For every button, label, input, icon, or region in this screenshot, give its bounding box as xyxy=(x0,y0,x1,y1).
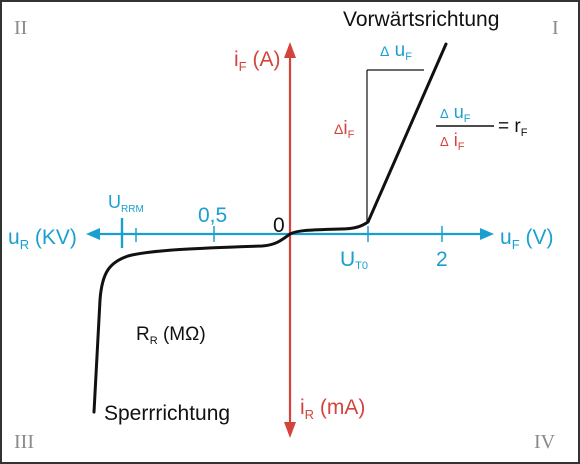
current-axis-top-arrow xyxy=(284,42,296,58)
delta-if-label: ΔiF xyxy=(334,118,355,141)
quadrant-label-1: I xyxy=(552,17,559,39)
ut0-label: UT0 xyxy=(340,248,368,272)
quadrant-label-2: II xyxy=(14,17,27,39)
voltage-axis-left-arrow xyxy=(86,228,100,240)
tick-two-label: 2 xyxy=(436,248,448,271)
if-axis-label: iF (A) xyxy=(234,48,280,74)
forward-direction-label: Vorwärtsrichtung xyxy=(343,8,499,31)
origin-label: 0 xyxy=(273,214,285,237)
formula-denominator: Δ iF xyxy=(440,130,465,153)
uf-axis-label: uF (V) xyxy=(500,226,553,252)
rr-label: RR (MΩ) xyxy=(136,324,206,347)
quadrant-label-4: IV xyxy=(534,431,556,453)
voltage-axis-right-arrow xyxy=(480,228,494,240)
tick-half-label: 0,5 xyxy=(198,204,227,227)
ir-axis-label: iR (mA) xyxy=(300,396,365,422)
reverse-direction-label: Sperrrichtung xyxy=(104,402,230,425)
formula-numerator: Δ uF xyxy=(440,102,471,125)
urrm-label: URRM xyxy=(108,192,144,215)
delta-uf-label: Δ uF xyxy=(380,40,412,63)
characteristic-curve xyxy=(92,42,448,414)
current-axis-bottom-arrow xyxy=(284,422,296,438)
ur-axis-label: uR (KV) xyxy=(8,226,77,252)
formula-rhs: = rF xyxy=(498,116,528,139)
quadrant-label-3: III xyxy=(14,431,34,453)
